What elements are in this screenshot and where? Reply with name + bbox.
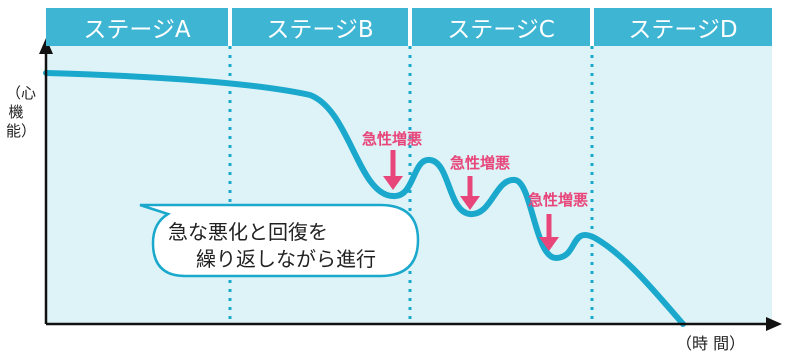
callout-line-2: 繰り返しながら進行 xyxy=(196,247,376,271)
callout-bubble xyxy=(139,203,420,278)
heart-function-curve xyxy=(43,70,686,327)
callout-text: 急な悪化と回復を 繰り返しながら進行 xyxy=(168,219,418,273)
y-axis-arrowhead xyxy=(39,38,53,54)
event-label-3: 急性増悪 xyxy=(528,191,589,209)
event-label-2: 急性増悪 xyxy=(450,154,511,172)
event-arrow-3 xyxy=(539,214,559,251)
stage-header-a: ステージA xyxy=(46,8,228,46)
event-arrow-1 xyxy=(383,150,403,190)
x-axis-label: （時 間） xyxy=(676,334,746,353)
event-label-1: 急性増悪 xyxy=(362,130,423,148)
callout-line-1: 急な悪化と回復を xyxy=(168,220,328,244)
event-arrow-2 xyxy=(460,176,480,210)
x-axis-arrowhead xyxy=(766,317,782,331)
y-axis-label: （心機能） xyxy=(6,84,37,140)
stage-header-d: ステージD xyxy=(594,8,772,46)
stage-header-b: ステージB xyxy=(232,8,408,46)
stage-header-c: ステージC xyxy=(412,8,590,46)
